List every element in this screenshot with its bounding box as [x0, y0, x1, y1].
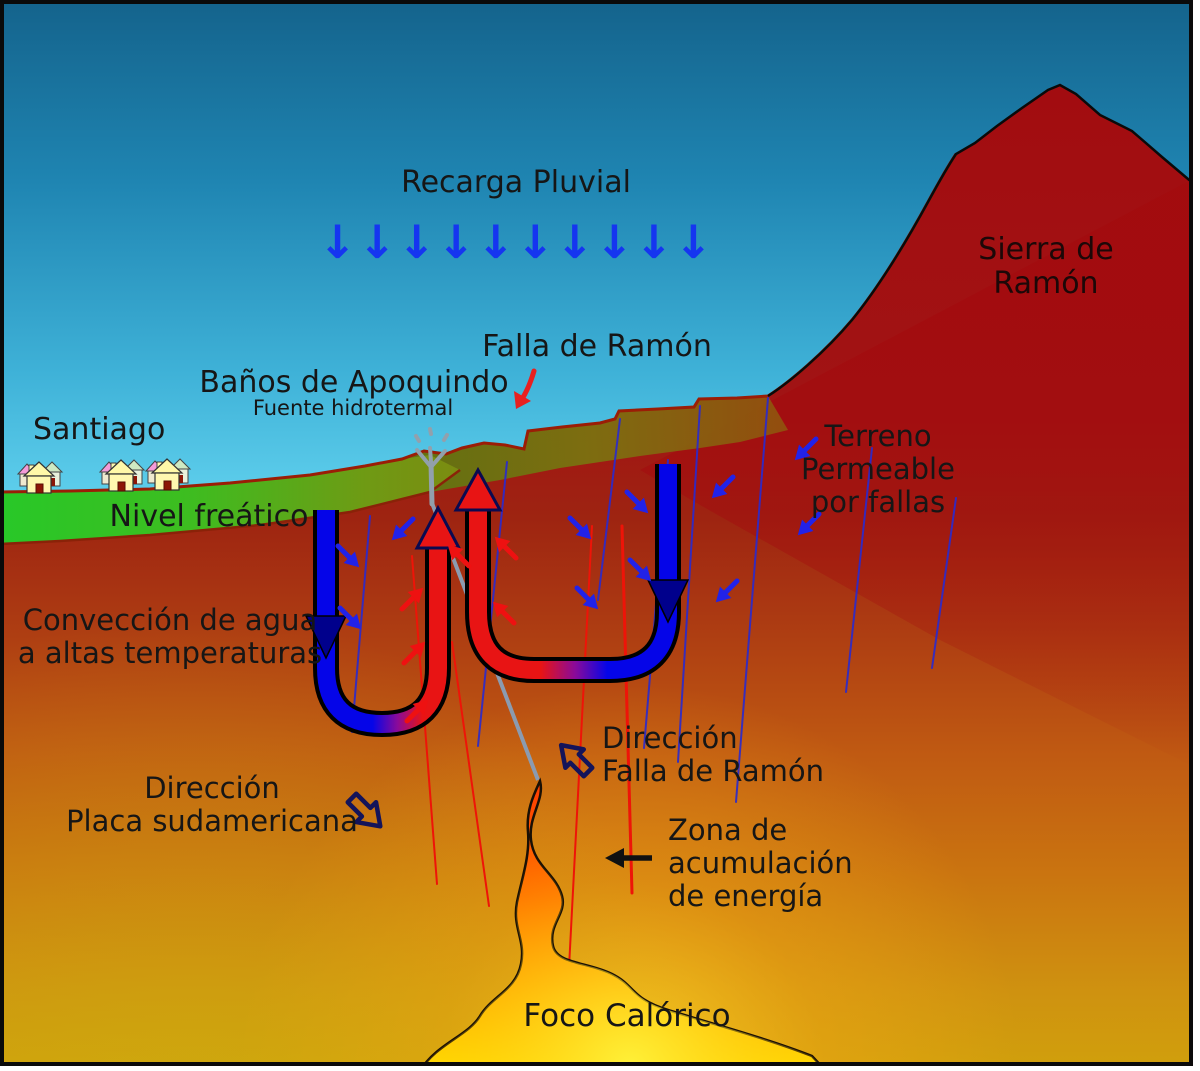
spray-icon — [414, 427, 449, 507]
mountain-outline — [767, 83, 1200, 398]
label-fuente-hidrotermal: Fuente hidrotermal — [252, 396, 454, 420]
fault-lines-blue — [351, 397, 957, 803]
hot-up-arrowhead — [414, 504, 462, 550]
label-terreno-permeable: Terreno Permeable por fallas — [801, 419, 955, 520]
label-banos-de-apoquindo: Baños de Apoquindo — [199, 365, 509, 400]
label-falla-de-ramon: Falla de Ramón — [482, 329, 712, 364]
frame-white-right — [1193, 0, 1200, 1071]
cold-down-arrowhead — [304, 615, 348, 660]
falla-direction-arrow — [558, 742, 595, 779]
cold-down-arrowhead — [646, 579, 690, 624]
energy-zone-arrow — [605, 848, 652, 868]
label-santiago: Santiago — [33, 412, 166, 447]
magma-plume — [418, 777, 828, 1071]
label-nivel-freatico: Nivel freático — [109, 499, 309, 534]
convection-pipe-left — [304, 504, 462, 738]
convection-pipe-right — [453, 464, 690, 683]
label-conveccion: Convección de agua a altas temperaturas — [17, 603, 323, 671]
rain-arrows: ↓↓↓↓↓↓↓↓↓↓ — [318, 215, 714, 269]
falla-pointer-arrow — [514, 368, 537, 409]
hot-up-arrowhead — [453, 466, 503, 512]
plate-direction-arrow — [345, 791, 383, 829]
label-recarga-pluvial: Recarga Pluvial — [401, 165, 631, 200]
label-foco-calorico: Foco Calórico — [523, 998, 731, 1034]
label-direccion-falla: Dirección Falla de Ramón — [602, 721, 825, 789]
label-sierra-de-ramon: Sierra de Ramón — [978, 232, 1114, 302]
water-table-strip — [0, 455, 460, 544]
label-zona-acumulacion: Zona de acumulación de energía — [668, 813, 853, 914]
frame-white-bottom — [0, 1066, 1200, 1071]
label-direccion-placa: Dirección Placa sudamericana — [66, 771, 358, 839]
